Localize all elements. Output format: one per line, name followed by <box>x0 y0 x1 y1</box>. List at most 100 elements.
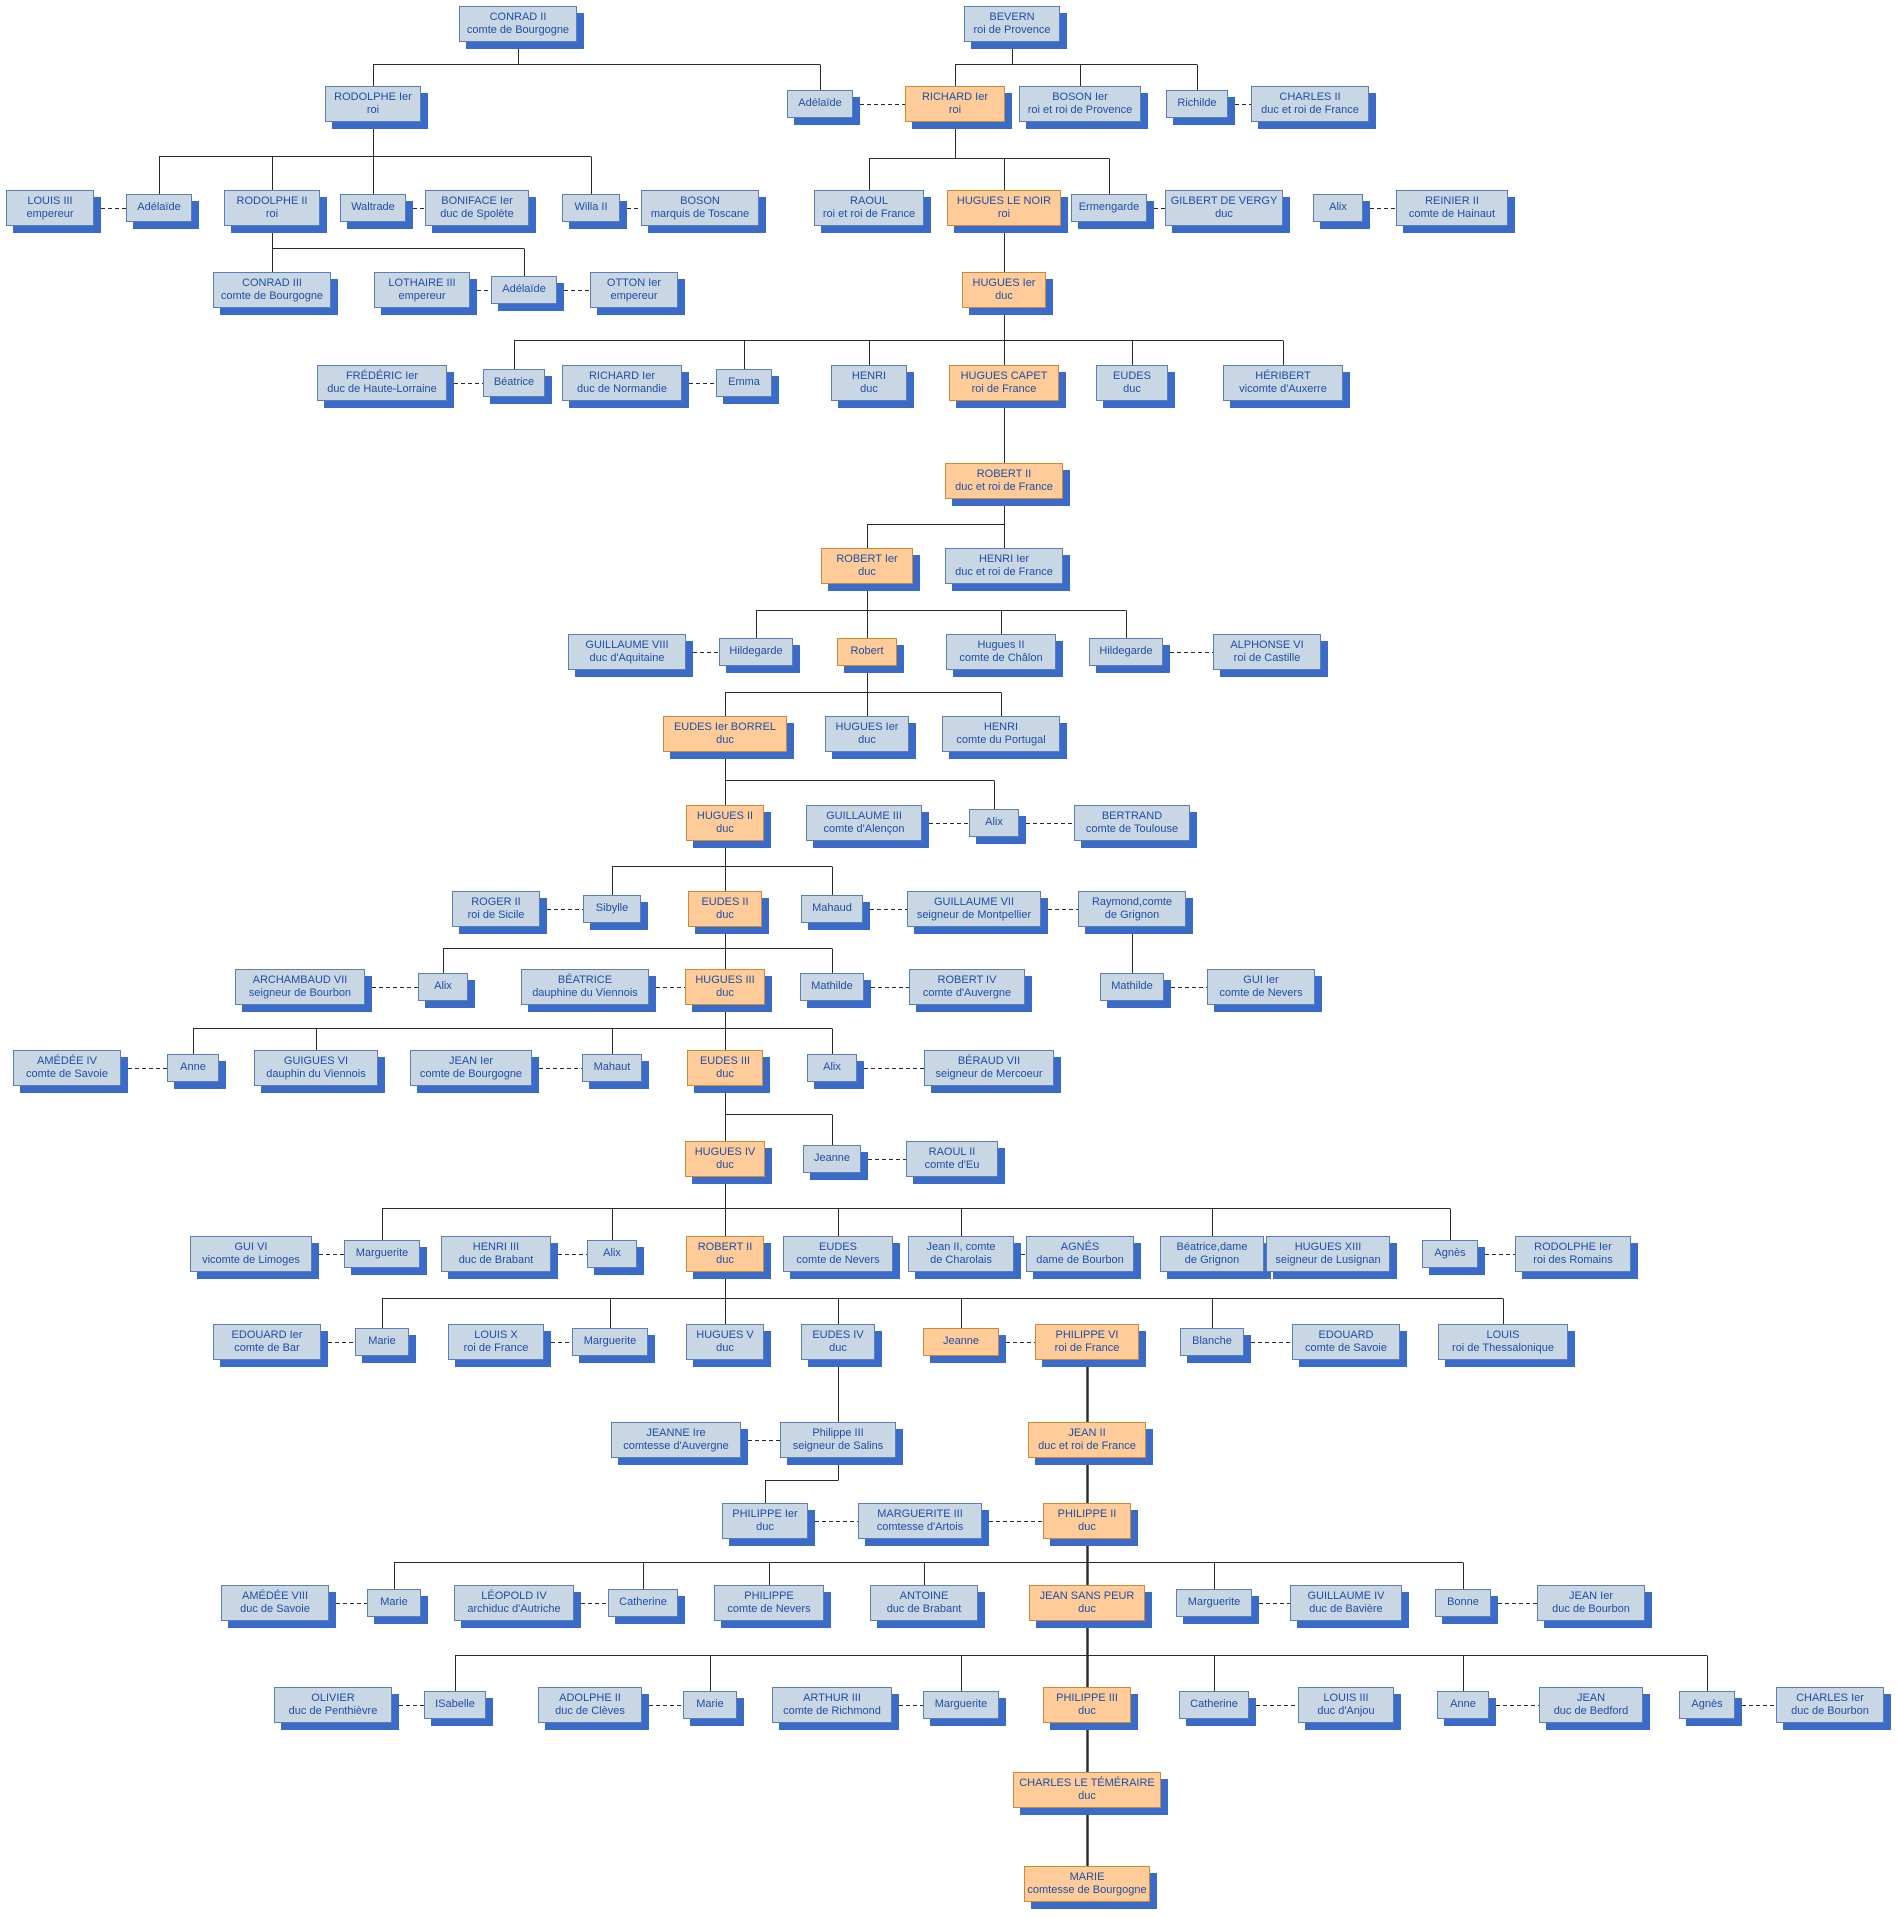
person-node-marguerite_france[interactable]: Marguerite <box>572 1328 648 1356</box>
person-node-catherine_anjou[interactable]: Catherine <box>1179 1691 1249 1719</box>
person-node-waltrade[interactable]: Waltrade <box>340 194 406 222</box>
person-node-ermengarde[interactable]: Ermengarde <box>1071 194 1147 222</box>
person-node-anne_bedford[interactable]: Anne <box>1437 1691 1489 1719</box>
person-node-alix_vergy2[interactable]: Alix <box>807 1054 857 1082</box>
person-node-sibylle[interactable]: Sibylle <box>583 895 641 923</box>
person-node-jeanne_eu[interactable]: Jeanne <box>803 1145 861 1173</box>
person-node-marguerite_richmond[interactable]: Marguerite <box>923 1691 999 1719</box>
person-node-marguerite_baviere[interactable]: Marguerite <box>1176 1589 1252 1617</box>
person-node-emma[interactable]: Emma <box>716 369 772 397</box>
person-node-hildegarde_b[interactable]: Hildegarde <box>1089 638 1163 666</box>
person-node-jeanne_philippe6[interactable]: Jeanne <box>923 1328 999 1356</box>
person-node-mahaut[interactable]: Mahaut <box>582 1054 642 1082</box>
person-node-mathilde_grignon[interactable]: Mathilde <box>1100 973 1164 1001</box>
person-node-robert_fils[interactable]: Robert <box>837 638 897 666</box>
person-node-alix_vergy[interactable]: Alix <box>1313 194 1363 222</box>
person-node-anne[interactable]: Anne <box>167 1054 219 1082</box>
person-node-mahaud[interactable]: Mahaud <box>801 895 863 923</box>
person-node-marie_bar[interactable]: Marie <box>355 1328 409 1356</box>
person-node-adelaide_conrad[interactable]: Adélaïde <box>787 90 853 118</box>
person-node-adelaide_louis[interactable]: Adélaïde <box>126 194 192 222</box>
person-node-willa2[interactable]: Willa II <box>562 194 620 222</box>
person-node-richilde[interactable]: Richilde <box>1166 90 1228 118</box>
person-node-agnes_bourbon2[interactable]: Agnès <box>1679 1691 1735 1719</box>
person-node-isabelle[interactable]: ISabelle <box>424 1691 486 1719</box>
person-node-adelaide_otton[interactable]: Adélaïde <box>491 276 557 304</box>
person-node-catherine_autriche[interactable]: Catherine <box>608 1589 678 1617</box>
person-node-hildegarde_a[interactable]: Hildegarde <box>719 638 793 666</box>
person-node-marie_savoie[interactable]: Marie <box>367 1589 421 1617</box>
person-node-alix_brabant[interactable]: Alix <box>587 1240 637 1268</box>
person-node-alix_bourbon[interactable]: Alix <box>418 973 468 1001</box>
person-node-bonne[interactable]: Bonne <box>1435 1589 1491 1617</box>
person-node-beatrice_lorraine[interactable]: Béatrice <box>483 369 545 397</box>
person-node-mathilde_auvergne[interactable]: Mathilde <box>800 973 864 1001</box>
person-node-agnes_habsbourg[interactable]: Agnès <box>1422 1240 1478 1268</box>
